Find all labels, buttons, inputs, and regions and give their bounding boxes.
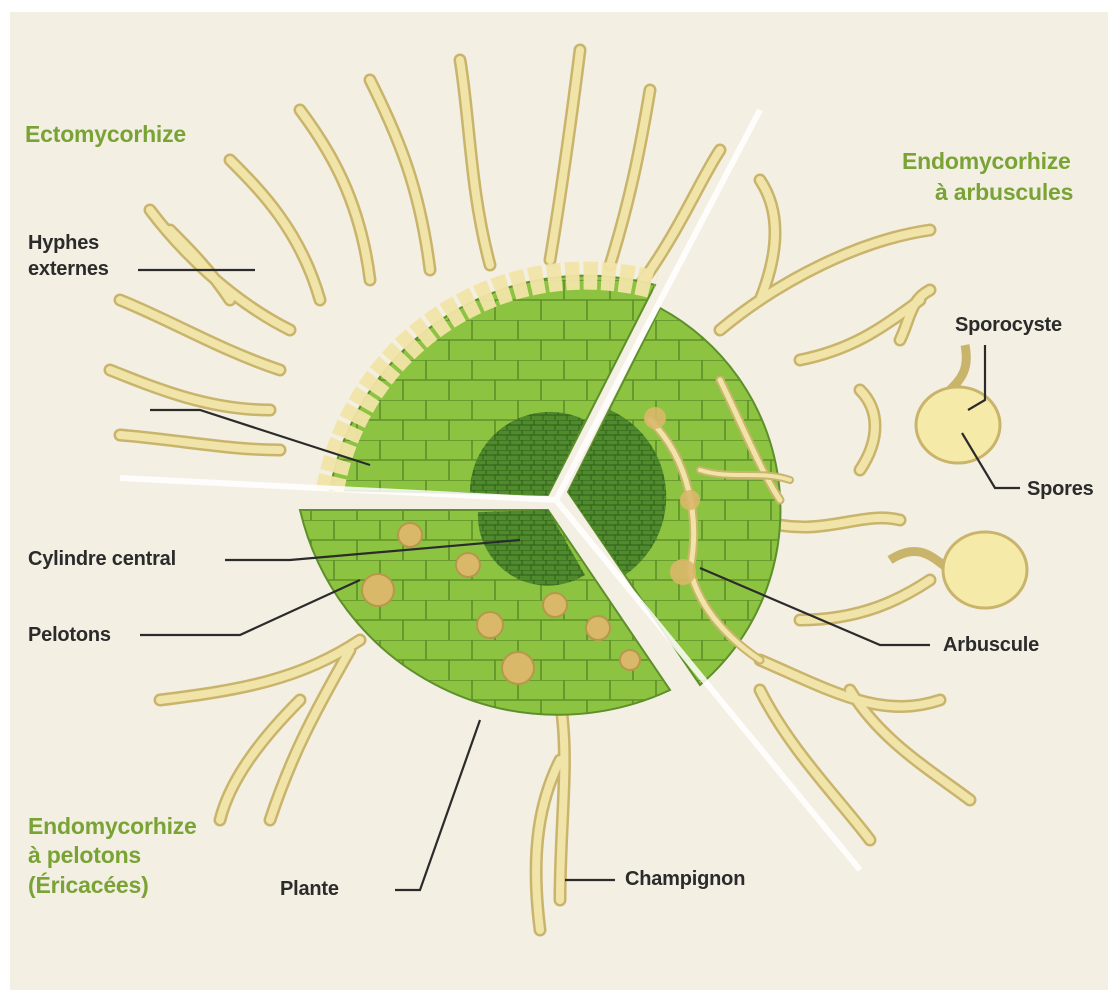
label-spores: Spores [1027, 478, 1094, 501]
label-champignon: Champignon [625, 868, 745, 891]
label-pelotons: Pelotons [28, 624, 111, 647]
label-plante: Plante [280, 878, 339, 901]
label-sporocyste: Sporocyste [955, 314, 1062, 337]
endo-arbuscules-title-line1: Endomycorhize [902, 147, 1071, 176]
endo-pelotons-title-line1: Endomycorhize [28, 812, 197, 841]
endo-arbuscules-title-line2: à arbuscules [935, 178, 1073, 207]
label-arbuscule: Arbuscule [943, 634, 1039, 657]
label-hyphes-line2: externes [28, 258, 109, 281]
sporocyste-vesicles [890, 345, 1027, 608]
ectomycorhize-title: Ectomycorhize [25, 120, 186, 149]
label-cylindre-central: Cylindre central [28, 548, 176, 571]
label-hyphes-line1: Hyphes [28, 232, 99, 255]
endo-pelotons-title-line2: à pelotons [28, 841, 141, 870]
endo-pelotons-title-line3: (Éricacées) [28, 871, 149, 900]
